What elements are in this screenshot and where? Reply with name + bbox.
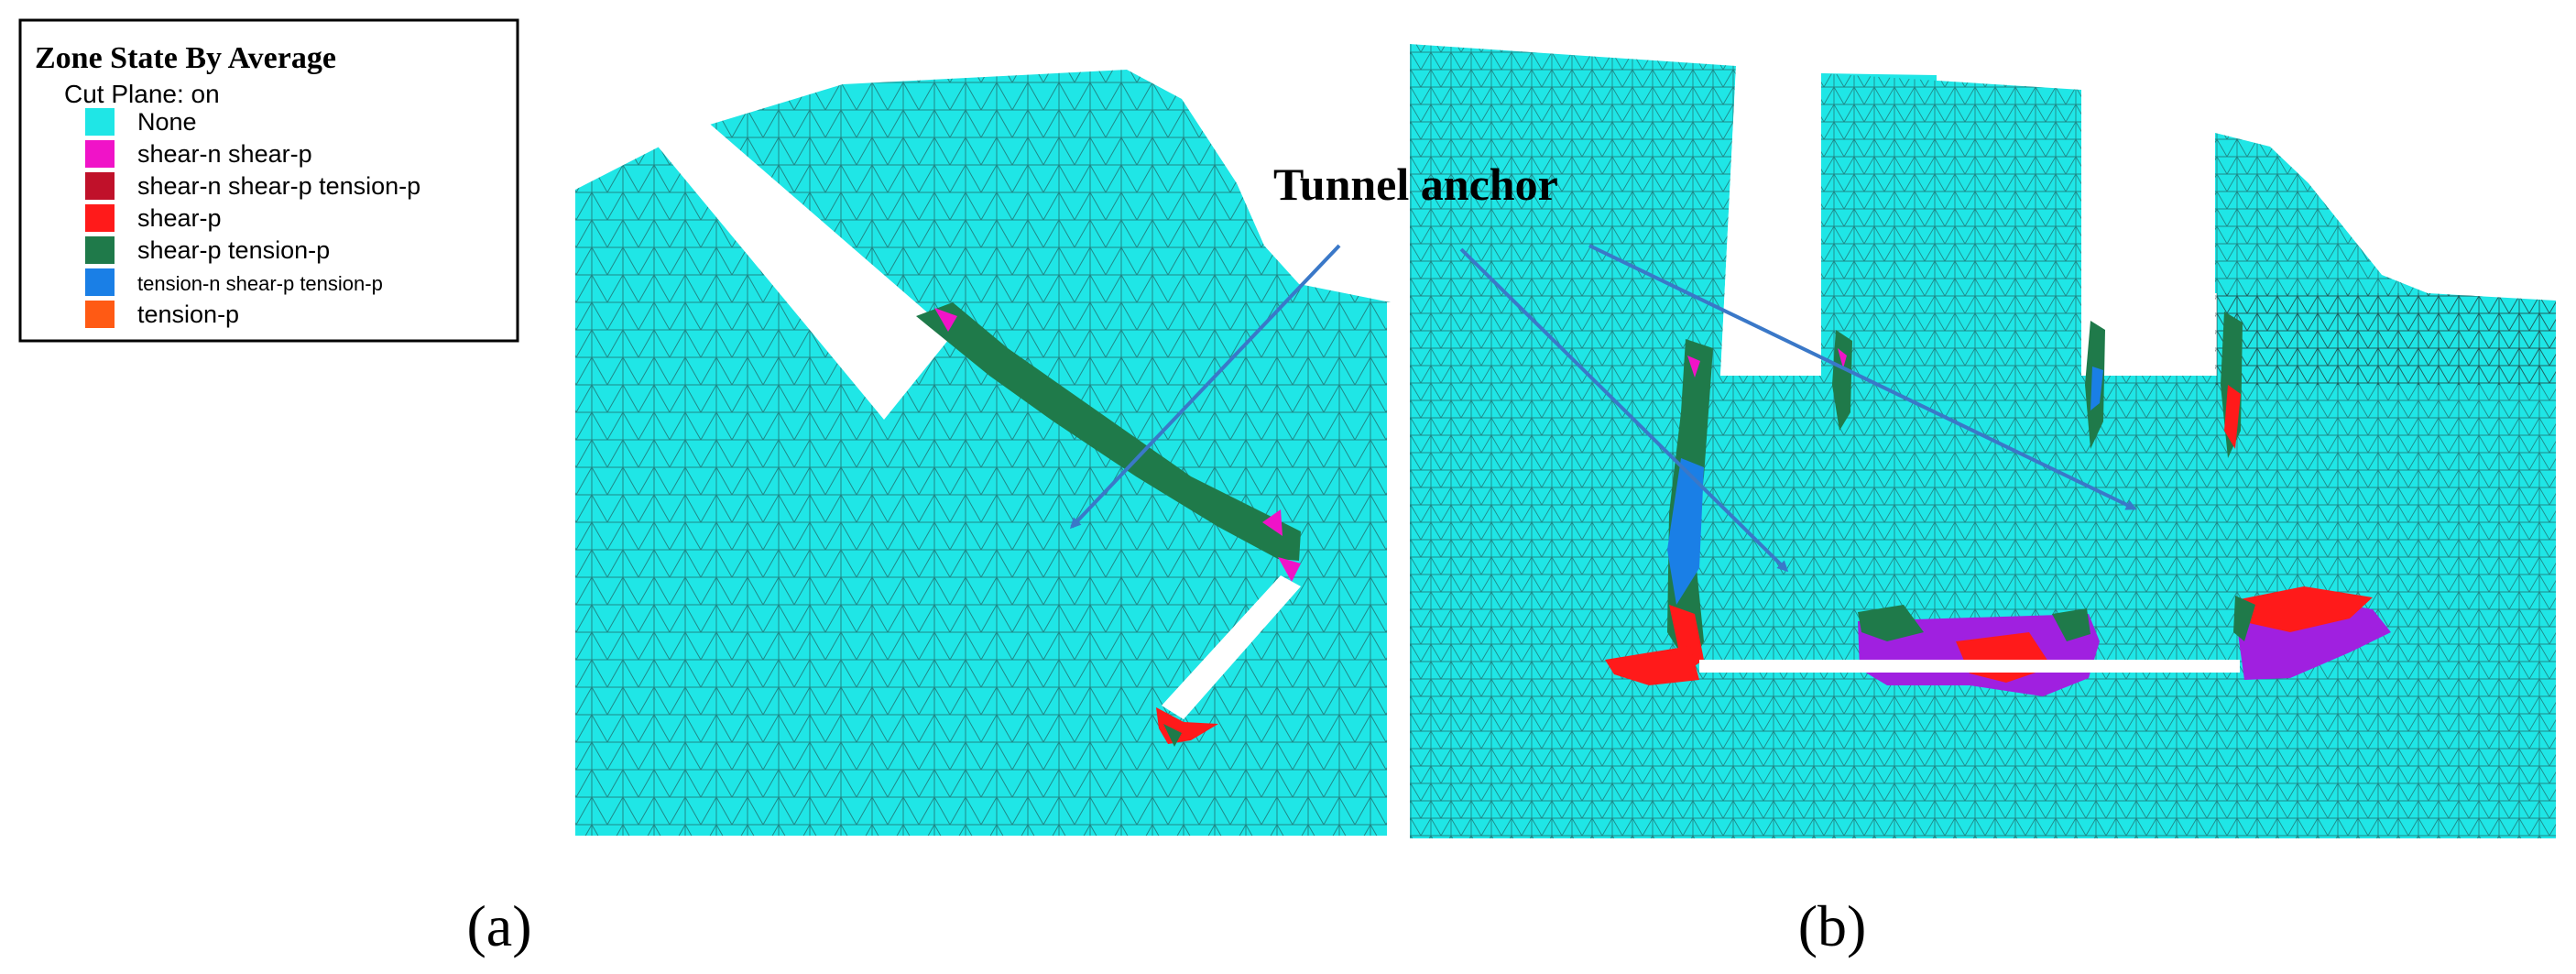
panel-b-tunnel-floor xyxy=(1699,660,2240,673)
panel-b-base-middle-shear-tension-2 xyxy=(2052,608,2090,641)
panel-b-inner-left-shear-n xyxy=(1838,348,1847,368)
panel-b-mesh-lines xyxy=(1409,44,2556,838)
legend-item-label: None xyxy=(137,108,197,136)
legend-items: None shear-n shear-p shear-n shear-p tensi… xyxy=(85,108,420,328)
panel-b-gap-right xyxy=(2081,90,2217,376)
panel-a-label: (a) xyxy=(466,893,531,958)
panel-a-zone-shear-n-shear-p xyxy=(934,308,957,332)
panel-b-inner-right-tension xyxy=(2090,367,2103,410)
legend-item-label: tension-p xyxy=(137,301,239,328)
tunnel-anchor-label: Tunnel anchor xyxy=(1273,159,1558,210)
legend-item-label: shear-n shear-p tension-p xyxy=(137,172,420,200)
legend-title: Zone State By Average xyxy=(35,41,336,75)
panel-b-base-right-shear-p xyxy=(2235,586,2373,632)
panel-b-right-wall-shear-p xyxy=(2224,385,2241,449)
tunnel-anchor-callout: Tunnel anchor xyxy=(1069,159,2137,573)
panel-b-model xyxy=(1404,37,2556,843)
panel-b-left-wall-shear-p xyxy=(1669,605,1704,673)
panel-b-base-middle-shear-tension xyxy=(1858,605,1924,641)
panel-b-left-wall-tension-zone xyxy=(1667,458,1704,605)
legend-swatch xyxy=(85,268,115,296)
panel-b-inner-left-shear-tension xyxy=(1832,330,1852,431)
legend-swatch xyxy=(85,172,115,200)
legend-item-label: tension-n shear-p tension-p xyxy=(137,272,383,295)
panel-b-base-right-shear-tension xyxy=(2233,596,2255,641)
legend: Zone State By Average Cut Plane: on None… xyxy=(18,18,519,343)
panel-a-rod-slot xyxy=(1162,575,1301,719)
legend-item-label: shear-p xyxy=(137,204,222,232)
legend-swatch xyxy=(85,236,115,264)
panel-b-base-left-shear-p xyxy=(1605,646,1699,685)
panel-b-label: (b) xyxy=(1798,893,1867,958)
panel-a-zone-shear-n-shear-p-3 xyxy=(1278,557,1301,582)
callout-arrow-panel-b-right xyxy=(1588,244,2137,510)
panel-b-gap-left xyxy=(1720,66,1821,376)
panel-a-zone-shear-n-shear-p-2 xyxy=(1262,509,1283,536)
legend-swatch xyxy=(85,140,115,168)
panel-a-tip-shear-tension xyxy=(1163,724,1182,747)
legend-swatch xyxy=(85,204,115,232)
panel-a-inclined-slot xyxy=(641,108,953,420)
panel-a-model xyxy=(575,70,1391,836)
panel-b-right-slope-mesh xyxy=(2215,133,2556,385)
legend-item-label: shear-n shear-p xyxy=(137,140,312,168)
callout-arrow-panel-b-left xyxy=(1459,247,1789,573)
legend-swatch xyxy=(85,301,115,328)
panel-b-left-wall-shear-n xyxy=(1687,356,1700,378)
legend-swatch xyxy=(85,108,115,136)
panel-a-plastic-zone-shear-tension xyxy=(916,302,1301,561)
callout-arrow-panel-a xyxy=(1069,244,1341,530)
legend-item-label: shear-p tension-p xyxy=(137,236,330,264)
legend-subtitle: Cut Plane: on xyxy=(64,80,220,108)
